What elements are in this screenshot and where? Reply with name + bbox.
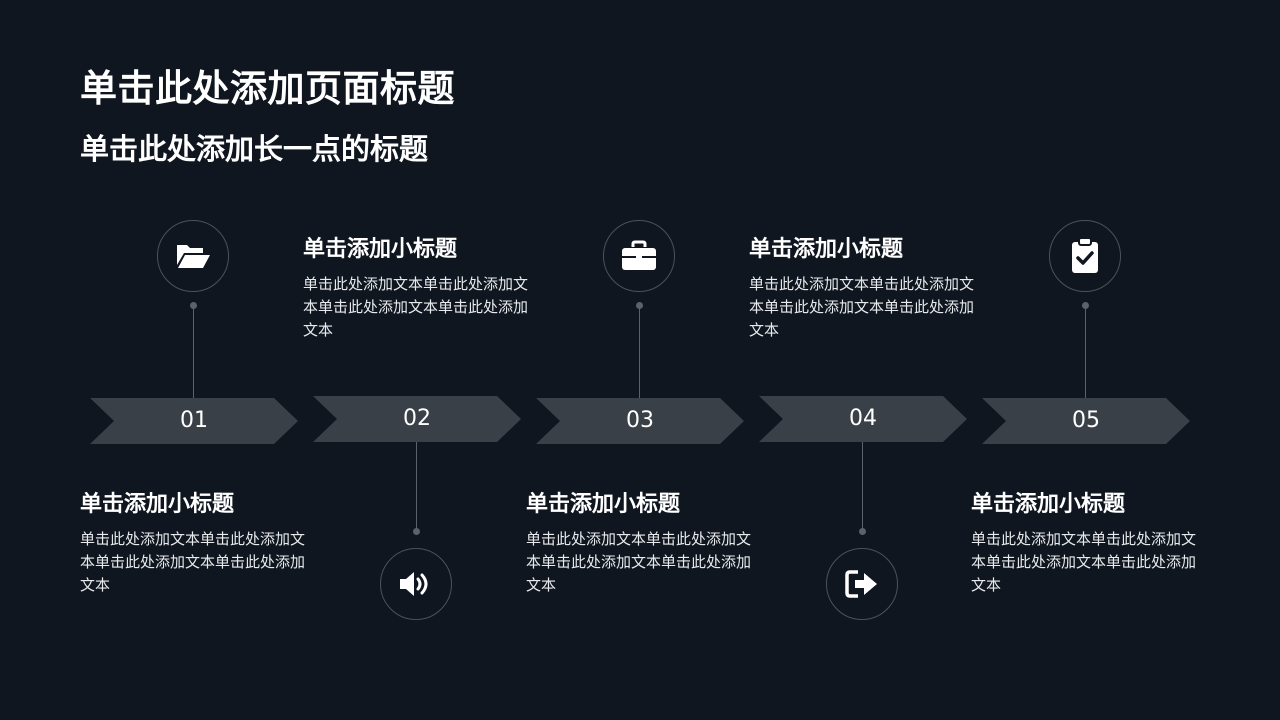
timeline-arrow-04: 04 [759,396,967,442]
step-icon-circle [380,548,452,620]
step-icon-circle [826,548,898,620]
step-icon-circle [157,220,229,292]
step-body: 单击此处添加文本单击此处添加文本单击此处添加文本单击此处添加文本 [749,275,975,339]
connector-dot [1082,302,1089,309]
step-number: 01 [180,408,208,433]
page-subtitle: 单击此处添加长一点的标题 [80,132,429,166]
timeline-arrow-05: 05 [982,398,1190,444]
clipboard-check-icon [1072,237,1098,273]
sign-out-icon [845,570,877,598]
connector-line [862,442,863,532]
folder-open-icon [177,245,210,268]
connector-dot [859,528,866,535]
timeline-arrow-03: 03 [536,398,744,444]
step-body: 单击此处添加文本单击此处添加文本单击此处添加文本单击此处添加文本 [971,530,1197,594]
timeline-arrow-01: 01 [90,398,298,444]
step-text-04: 单击添加小标题 单击此处添加文本单击此处添加文本单击此处添加文本单击此处添加文本 [749,231,981,342]
step-body: 单击此处添加文本单击此处添加文本单击此处添加文本单击此处添加文本 [80,530,306,594]
step-body: 单击此处添加文本单击此处添加文本单击此处添加文本单击此处添加文本 [526,530,752,594]
chevron-shape [536,398,744,444]
timeline-arrow-02: 02 [313,396,521,442]
page-title: 单击此处添加页面标题 [80,67,455,110]
step-icon-circle [1049,220,1121,292]
step-number: 03 [626,408,654,433]
connector-dot [413,528,420,535]
step-heading: 单击添加小标题 [749,237,904,262]
step-icon-circle [603,220,675,292]
step-text-03: 单击添加小标题 单击此处添加文本单击此处添加文本单击此处添加文本单击此处添加文本 [526,486,758,597]
chevron-shape [759,396,967,442]
connector-line [193,306,194,398]
step-number: 02 [403,406,431,431]
step-text-01: 单击添加小标题 单击此处添加文本单击此处添加文本单击此处添加文本单击此处添加文本 [80,486,312,597]
step-text-05: 单击添加小标题 单击此处添加文本单击此处添加文本单击此处添加文本单击此处添加文本 [971,486,1203,597]
chevron-shape [90,398,298,444]
step-heading: 单击添加小标题 [80,492,235,517]
connector-dot [636,302,643,309]
step-number: 05 [1072,408,1100,433]
connector-line [1085,306,1086,398]
step-text-02: 单击添加小标题 单击此处添加文本单击此处添加文本单击此处添加文本单击此处添加文本 [303,231,535,342]
connector-line [639,306,640,398]
connector-line [416,442,417,532]
connector-dot [190,302,197,309]
briefcase-icon [622,240,656,270]
step-body: 单击此处添加文本单击此处添加文本单击此处添加文本单击此处添加文本 [303,275,529,339]
step-heading: 单击添加小标题 [303,237,458,262]
chevron-shape [982,398,1190,444]
chevron-shape [313,396,521,442]
step-heading: 单击添加小标题 [526,492,681,517]
step-number: 04 [849,406,877,431]
step-heading: 单击添加小标题 [971,492,1126,517]
speaker-icon [400,572,428,596]
